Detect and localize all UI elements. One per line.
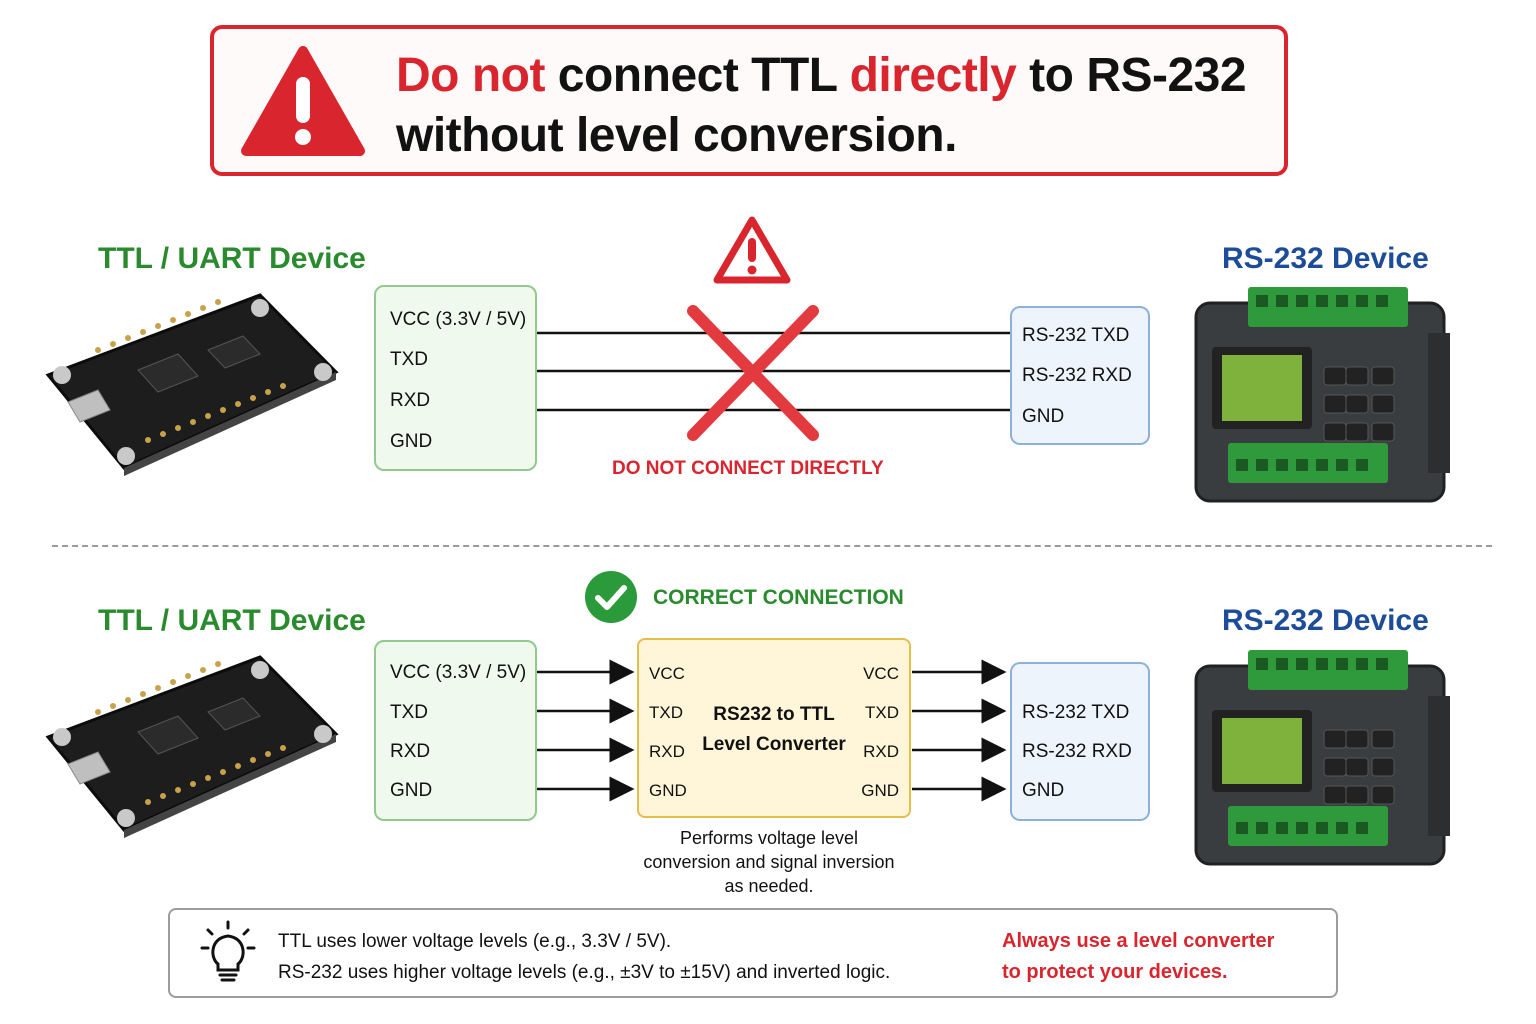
converter-note: Performs voltage level conversion and si…	[610, 826, 928, 898]
info-box	[168, 908, 1338, 998]
info-alert: Always use a level converter to protect …	[1002, 926, 1274, 988]
info-alert-line1: Always use a level converter	[1002, 930, 1275, 952]
rs232-device-image-top	[1194, 287, 1450, 503]
check-circle-icon	[585, 571, 637, 623]
rs232-pin-txd: RS-232 TXD	[1022, 702, 1130, 723]
warning-triangle-icon	[713, 216, 791, 284]
converter-right-rxd: RXD	[863, 742, 899, 761]
lightbulb-icon	[200, 920, 256, 982]
converter-left-gnd: GND	[649, 781, 687, 800]
headline-to-rs232: to RS-232	[1016, 49, 1247, 102]
headline-line2: without level conversion.	[396, 109, 957, 162]
converter-right-gnd: GND	[861, 781, 899, 800]
ttl-pin-txd: TXD	[390, 349, 428, 370]
rs232-device-title-bottom: RS-232 Device	[1222, 604, 1429, 637]
ttl-pin-gnd: GND	[390, 780, 433, 801]
rs232-pin-gnd: GND	[1022, 406, 1065, 427]
info-line2: RS-232 uses higher voltage levels (e.g.,…	[278, 962, 891, 983]
ttl-pin-rxd: RXD	[390, 741, 431, 762]
section-divider	[52, 545, 1492, 547]
do-not-connect-label: DO NOT CONNECT DIRECTLY	[612, 458, 884, 479]
info-alert-line2: to protect your devices.	[1002, 961, 1228, 983]
warning-triangle-icon	[241, 46, 365, 156]
ttl-pin-txd: TXD	[390, 702, 428, 723]
ttl-pin-rxd: RXD	[390, 390, 431, 411]
warning-headline: Do not connect TTL directly to RS-232 wi…	[396, 46, 1276, 166]
rs232-device-image-bottom	[1194, 650, 1450, 866]
headline-connect: connect TTL	[544, 49, 850, 102]
level-converter: VCC TXD RXD GND VCC TXD RXD GND RS232 to…	[637, 638, 911, 818]
converter-title: RS232 to TTL Level Converter	[689, 700, 859, 760]
converter-left-vcc: VCC	[649, 664, 685, 683]
ttl-device-title-bottom: TTL / UART Device	[98, 604, 366, 637]
ttl-pin-gnd: GND	[390, 431, 433, 452]
warning-banner	[210, 25, 1288, 176]
rs232-pin-rxd: RS-232 RXD	[1022, 741, 1132, 762]
ttl-pins-box-top: VCC (3.3V / 5V) TXD RXD GND	[374, 285, 537, 471]
correct-connection-label: CORRECT CONNECTION	[653, 586, 904, 609]
ttl-pins-box-bottom: VCC (3.3V / 5V) TXD RXD GND	[374, 640, 537, 821]
ttl-pin-vcc: VCC (3.3V / 5V)	[390, 662, 527, 683]
cross-icon	[687, 305, 819, 441]
converter-right-txd: TXD	[865, 703, 899, 722]
headline-directly: directly	[849, 49, 1017, 102]
converter-title-line1: RS232 to TTL	[713, 704, 835, 725]
ttl-board-image-top	[45, 293, 339, 476]
rs232-pin-rxd: RS-232 RXD	[1022, 365, 1132, 386]
ttl-board-image-bottom	[45, 655, 339, 838]
note-line2: conversion and signal inversion	[643, 852, 895, 872]
converter-right-vcc: VCC	[863, 664, 899, 683]
rs232-pins-box-bottom: RS-232 TXD RS-232 RXD GND	[1010, 662, 1150, 821]
rs232-pin-txd: RS-232 TXD	[1022, 325, 1130, 346]
converter-left-txd: TXD	[649, 703, 683, 722]
note-line3: as needed.	[724, 876, 814, 896]
converter-left-rxd: RXD	[649, 742, 685, 761]
rs232-pins-box-top: RS-232 TXD RS-232 RXD GND	[1010, 306, 1150, 445]
note-line1: Performs voltage level	[679, 828, 859, 848]
info-text: TTL uses lower voltage levels (e.g., 3.3…	[278, 926, 890, 988]
headline-do-not: Do not	[396, 49, 545, 102]
info-line1: TTL uses lower voltage levels (e.g., 3.3…	[278, 931, 672, 952]
ttl-pin-vcc: VCC (3.3V / 5V)	[390, 309, 527, 330]
rs232-device-title-top: RS-232 Device	[1222, 242, 1429, 275]
ttl-device-title-top: TTL / UART Device	[98, 242, 366, 275]
rs232-pin-gnd: GND	[1022, 780, 1065, 801]
converter-title-line2: Level Converter	[702, 734, 846, 755]
